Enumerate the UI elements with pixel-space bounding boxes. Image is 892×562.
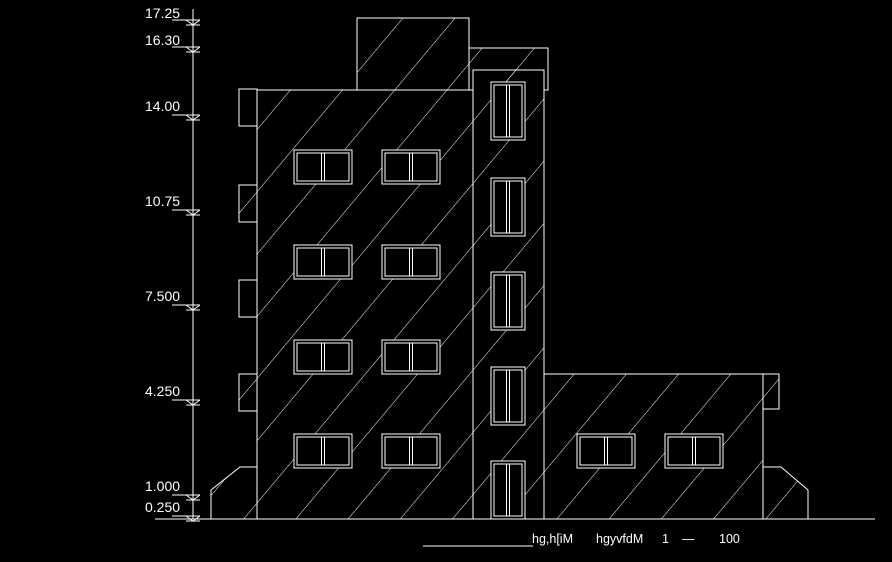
window [490, 460, 526, 520]
window [664, 433, 724, 469]
main-block [256, 89, 474, 520]
level-label: 4.250 [145, 383, 180, 399]
drawing-subtitle: hgyvfdM [596, 532, 643, 546]
level-marker [172, 46, 201, 53]
window [381, 244, 441, 280]
scale-separator: — [682, 532, 695, 546]
level-marker [172, 19, 201, 26]
level-label: 17.25 [145, 5, 180, 21]
scale-left: 1 [662, 532, 669, 546]
level-label: 7.500 [145, 288, 180, 304]
window [293, 433, 353, 469]
scale-right: 100 [719, 532, 740, 546]
window [490, 366, 526, 426]
level-marker [172, 494, 201, 501]
window [381, 339, 441, 375]
window [293, 149, 353, 185]
window [576, 433, 636, 469]
level-marker [172, 399, 201, 406]
level-marker [172, 209, 201, 216]
level-label: 1.000 [145, 478, 180, 494]
level-label: 0.250 [145, 499, 180, 515]
window [490, 271, 526, 331]
window [381, 149, 441, 185]
window [381, 433, 441, 469]
windows [293, 81, 724, 520]
window [293, 339, 353, 375]
level-marker [172, 304, 201, 311]
level-label: 16.30 [145, 32, 180, 48]
roof-block [356, 17, 470, 91]
window [490, 177, 526, 237]
balconies [238, 88, 258, 412]
plinth-steps [210, 466, 809, 520]
level-label: 10.75 [145, 193, 180, 209]
window [293, 244, 353, 280]
level-label: 14.00 [145, 98, 180, 114]
drawing-title: hg,h[iM [532, 532, 573, 546]
dimension-marks [172, 19, 201, 522]
level-marker [172, 515, 201, 522]
window [490, 81, 526, 141]
level-marker [172, 114, 201, 121]
